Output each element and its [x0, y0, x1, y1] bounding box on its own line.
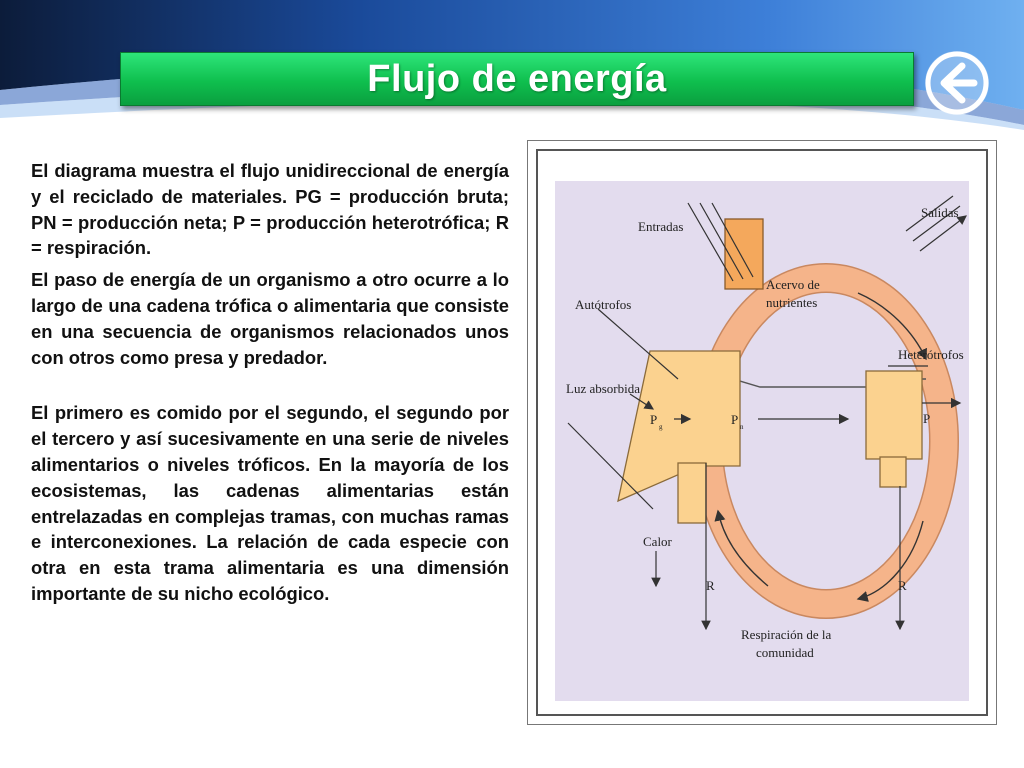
- autotroph-box: [617, 350, 741, 503]
- label-entradas: Entradas: [638, 219, 683, 234]
- back-arrow-icon[interactable]: [922, 48, 992, 118]
- label-comunidad: comunidad: [756, 645, 814, 660]
- energy-flow-diagram: Entradas Salidas Acervo de nutrientes Au…: [527, 140, 997, 725]
- label-pn: P: [731, 412, 738, 427]
- heterotroph-stem: [879, 456, 907, 488]
- slide-title: Flujo de energía: [367, 57, 667, 100]
- heterotroph-box: [865, 370, 923, 460]
- paragraph-1: El diagrama muestra el flujo unidireccio…: [31, 160, 509, 259]
- label-luz-absorbida: Luz absorbida: [566, 381, 640, 396]
- label-pg-sub: g: [659, 423, 663, 431]
- nutrient-box: [724, 218, 764, 290]
- diagram-svg: Entradas Salidas Acervo de nutrientes Au…: [555, 181, 969, 701]
- label-heterotrofos: Heterótrofos: [898, 347, 964, 362]
- paragraph-3: El primero es comido por el segundo, el …: [31, 402, 509, 604]
- label-calor: Calor: [643, 534, 673, 549]
- label-acervo: Acervo de: [766, 277, 820, 292]
- label-r-right: R: [898, 578, 907, 593]
- ring-arrow-bottom: [856, 520, 924, 602]
- body-text: El diagrama muestra el flujo unidireccio…: [31, 158, 509, 607]
- title-bar: Flujo de energía: [120, 52, 914, 106]
- label-pg: P: [650, 412, 657, 427]
- label-p: P: [923, 411, 930, 426]
- label-salidas: Salidas: [921, 205, 959, 220]
- paragraph-2: El paso de energía de un organismo a otr…: [31, 269, 509, 368]
- diagram-frame: [536, 149, 988, 716]
- label-r-left: R: [706, 578, 715, 593]
- autotroph-stem: [677, 462, 707, 524]
- label-nutrientes: nutrientes: [766, 295, 817, 310]
- ring-arrow-left: [714, 509, 769, 587]
- label-respiracion: Respiración de la: [741, 627, 831, 642]
- label-pn-sub: n: [740, 423, 744, 431]
- label-autotrofos: Autótrofos: [575, 297, 631, 312]
- ring-arrow-top: [857, 292, 927, 361]
